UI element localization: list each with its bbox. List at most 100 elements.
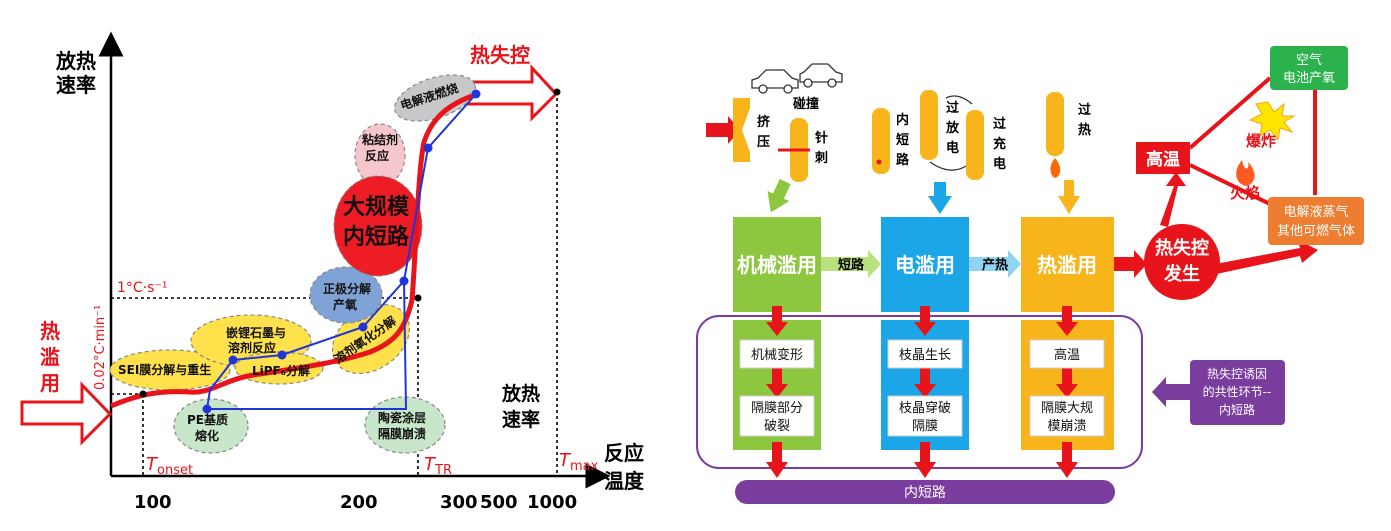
over-charge-battery-icon [966,110,984,180]
over-charge-2: 充 [993,136,1006,152]
high-temp-box-2 [1029,339,1105,369]
arrow-to-heat [1058,180,1080,214]
air-box [1270,46,1348,90]
sep-collapse-box [1029,395,1105,437]
heat-rate-curve [110,93,473,409]
short-label: 短路 [838,257,865,273]
fire-text: 火焰 [1230,184,1260,202]
arrow-mech-to-elec [821,250,881,278]
squeeze-arrow [706,116,740,144]
internal-short-3: 路 [896,152,910,168]
over-discharge-1: 过 [946,100,959,116]
over-discharge-battery-icon [920,90,938,160]
elec-abuse-text: 电滥用 [895,253,955,277]
sep-crack-text-2: 破裂 [764,419,790,434]
sep-collapse-text-1: 隔膜大规 [1041,401,1093,416]
bubble-ceramic-text-1: 陶瓷涂层 [378,410,426,425]
bubble-graphite-text-1: 嵌锂石墨与 [226,325,286,340]
bubble-pe [173,398,249,454]
over-charge-1: 过 [993,116,1006,132]
squeeze-text-1: 挤 [757,114,771,130]
mech-deform-box [739,339,815,369]
arrow-to-mech [767,179,791,213]
squeeze-text-2: 压 [757,135,770,150]
t-max: Tmax [559,450,599,474]
thermal-abuse-1: 热 [40,319,60,343]
black-dots [139,88,561,398]
bottom-bar-text: 内短路 [904,485,946,501]
sep-collapse-text-2: 模崩溃 [1047,419,1086,434]
high-temp-box [1136,142,1190,174]
dendrite-text: 枝晶生长 [899,348,951,363]
bubble-big-short [333,175,423,277]
flame-icon [1050,158,1061,178]
cycle-arrow-icon [929,161,967,171]
internal-short-2: 短 [896,132,909,148]
internal-short-1: 内 [896,112,909,128]
over-charge-3: 电 [993,156,1006,172]
short-battery-icon [872,108,890,174]
arrow-to-gas [1210,240,1318,275]
mech-abuse-text: 机械滥用 [737,253,817,277]
x-axis-label-2: 温度 [604,469,645,493]
short-spot-icon [876,159,882,165]
bubble-pe-text-2: 熔化 [195,428,219,443]
air-text-2: 电池产氧 [1283,71,1335,86]
bubble-cathode-text-1: 正极分解 [323,281,371,296]
air-text-1: 空气 [1296,52,1322,68]
explosion-icon [1248,101,1296,142]
x-tick-200: 200 [340,492,378,513]
runaway-text-2: 发生 [1163,263,1200,285]
bubble-lipf6-text: LiPF₆分解 [252,363,310,378]
bubble-graphite-text-2: 溶剂反应 [228,340,276,355]
fire-icon [1236,160,1255,186]
needle-text-1: 针 [814,130,828,146]
fire-triangle [1188,76,1317,207]
over-discharge-3: 电 [946,140,959,156]
mech-abuse-box [733,217,821,312]
arrow-heat-to-runaway [1114,250,1147,278]
cycle-arrow-icon-2 [945,95,973,105]
runaway-text-1: 热失控 [1155,237,1209,259]
y-axis-label-1: 放热 [55,49,96,73]
heat-gen-label: 产热 [982,257,1008,273]
heat-rate-1: 放热 [501,382,540,405]
thermal-abuse-2: 滥 [40,345,60,369]
t-tr: TTR [424,454,452,478]
heat-abuse-box [1021,217,1114,312]
explosion-text: 爆炸 [1246,132,1276,150]
runaway-circle [1144,224,1220,300]
bubble-pe-text-1: PE基质 [187,412,228,427]
squeezed-battery-icon [733,98,750,162]
x-tick-500: 500 [480,492,518,513]
arrow-to-elec [928,182,952,214]
over-discharge-2: 放 [945,120,960,136]
bubble-cathode-text-2: 产氧 [333,297,357,312]
common-cause-2: 的共性环节-- [1203,384,1272,399]
left-chart: 放热 速率 反应 温度 100 200 300 500 1000 1°C·s⁻¹… [20,31,645,513]
rate-002: 0.02°C·min⁻¹ [93,305,108,390]
right-diagram: 碰撞 挤 压 针 刺 内 短 路 过 放 电 过 充 电 过 热 [696,46,1364,504]
car-crash-icon [751,63,843,94]
big-short-text-1: 大规模 [343,195,410,220]
heat-rate-2: 速率 [502,408,540,431]
dendrite-pierce-text-2: 隔膜 [912,419,938,434]
arrow-to-container [1152,377,1190,407]
arrow-elec-to-heat [969,250,1021,278]
thermal-abuse-arrow [20,381,113,446]
x-tick-1000: 1000 [527,492,577,513]
elec-abuse-box [881,217,969,312]
mech-deform-text: 机械变形 [751,347,803,363]
bubbles [109,74,477,454]
bubble-ceramic-text-2: 隔膜崩溃 [378,426,426,441]
high-temp-text: 高温 [1146,149,1180,170]
arrow-to-high-temp [1160,172,1186,227]
thermal-runaway-label: 热失控 [470,43,530,67]
bubble-cathode [309,266,383,324]
overheat-1: 过 [1078,102,1091,118]
t-onset: Tonset [146,454,193,478]
thermal-abuse-3: 用 [40,371,60,395]
collision-text: 碰撞 [793,96,819,112]
dendrite-pierce-text-1: 枝晶穿破 [899,400,951,416]
